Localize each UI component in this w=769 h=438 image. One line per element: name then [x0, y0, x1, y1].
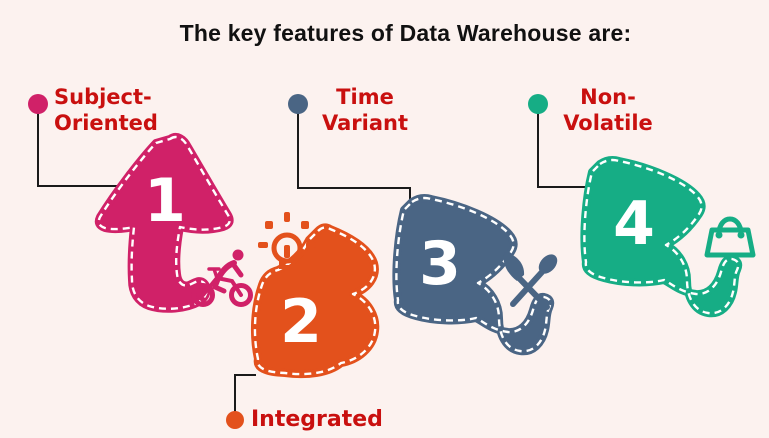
feature-2-label-line1: Integrated [251, 407, 383, 432]
feature-4-label: Non- Volatile [550, 84, 666, 136]
arrow-shape-4 [580, 156, 743, 318]
feature-3-label-line1: Time [336, 85, 394, 109]
feature-3-label-line2: Variant [322, 111, 408, 135]
lightbulb-icon [258, 212, 316, 269]
feature-2-number: 2 [280, 287, 322, 357]
diagram-title: The key features of Data Warehouse are: [179, 20, 632, 46]
connector-1 [37, 113, 120, 187]
bullet-time-variant [288, 94, 308, 114]
shopping-bag-icon [704, 216, 756, 258]
feature-2-label: Integrated [251, 407, 383, 433]
feature-4-label-line2: Volatile [563, 111, 653, 135]
feature-3-label: Time Variant [307, 84, 423, 136]
bullet-non-volatile [528, 94, 548, 114]
connector-lines [37, 113, 596, 412]
feature-1-number: 1 [144, 166, 186, 236]
feature-4-label-line1: Non- [580, 85, 636, 109]
connector-4 [537, 113, 596, 188]
feature-3-number: 3 [419, 229, 461, 299]
bicycle-icon [191, 249, 253, 307]
utensils-icon [503, 252, 558, 310]
feature-1-label: Subject- Oriented [54, 84, 158, 136]
feature-1-label-line1: Subject- [54, 85, 152, 109]
bullet-subject-oriented [28, 94, 48, 114]
connector-3 [297, 113, 411, 205]
arrow-shape-3 [392, 194, 555, 356]
arrow-shape-1 [94, 133, 234, 313]
bullet-integrated [226, 411, 244, 429]
connector-2 [234, 374, 256, 412]
feature-4-number: 4 [613, 189, 655, 259]
arrow-shape-2 [250, 223, 380, 379]
feature-1-label-line2: Oriented [54, 111, 158, 135]
